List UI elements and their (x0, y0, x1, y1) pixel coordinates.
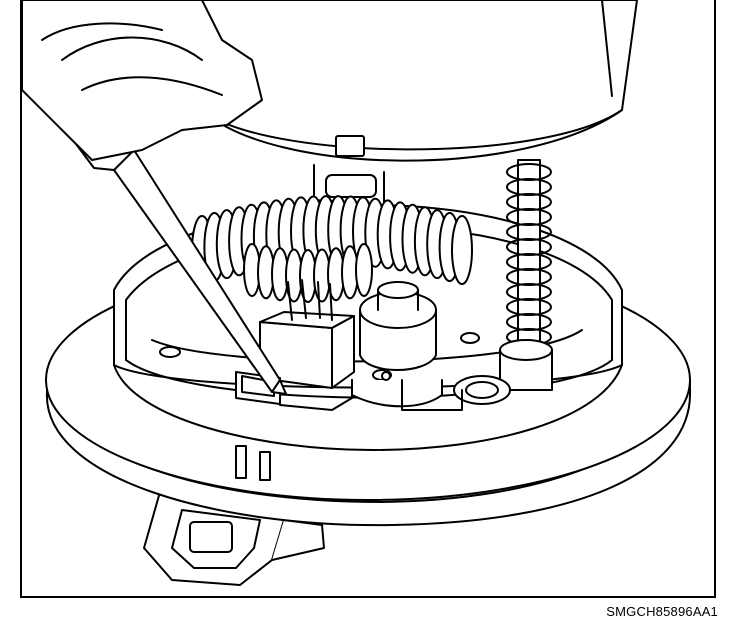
illustration-frame (20, 0, 716, 598)
fuel-pump-assembly-illustration (22, 0, 716, 598)
hose-ring (452, 216, 472, 284)
alignment-tabs (236, 446, 270, 480)
strainer-canister (352, 282, 510, 410)
guide-spring (500, 160, 552, 390)
hose-ring (356, 244, 372, 296)
wiring-connector (260, 280, 354, 410)
figure-caption: SMGCH85896AA1 (606, 604, 718, 619)
corrugated-hose (192, 196, 472, 302)
technician-hand (22, 0, 262, 160)
pump-housing (202, 0, 637, 205)
